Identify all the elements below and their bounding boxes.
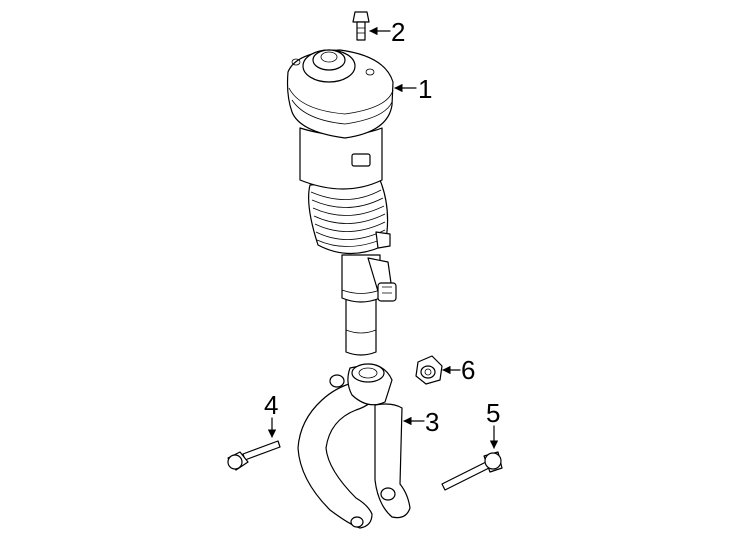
air-strut-assembly[interactable] — [286, 49, 397, 356]
strut-fork[interactable] — [297, 363, 411, 529]
callout-number-5: 5 — [486, 398, 500, 428]
fork-bolt-left[interactable] — [227, 440, 281, 471]
callout-number-1: 1 — [418, 74, 432, 104]
callout-1: 1 — [394, 74, 432, 104]
callout-4: 4 — [264, 390, 278, 438]
callout-number-4: 4 — [264, 390, 278, 420]
callout-number-2: 2 — [391, 17, 405, 47]
flange-nut[interactable] — [415, 355, 443, 385]
callout-3: 3 — [403, 407, 439, 437]
callout-number-3: 3 — [425, 407, 439, 437]
callout-6: 6 — [442, 355, 475, 385]
bellows-ribs — [310, 189, 386, 247]
strut-mount-bolt[interactable] — [352, 11, 370, 41]
callout-2: 2 — [369, 17, 405, 47]
callout-5: 5 — [486, 398, 500, 449]
callout-number-6: 6 — [461, 355, 475, 385]
fork-bolt-right[interactable] — [441, 451, 503, 491]
